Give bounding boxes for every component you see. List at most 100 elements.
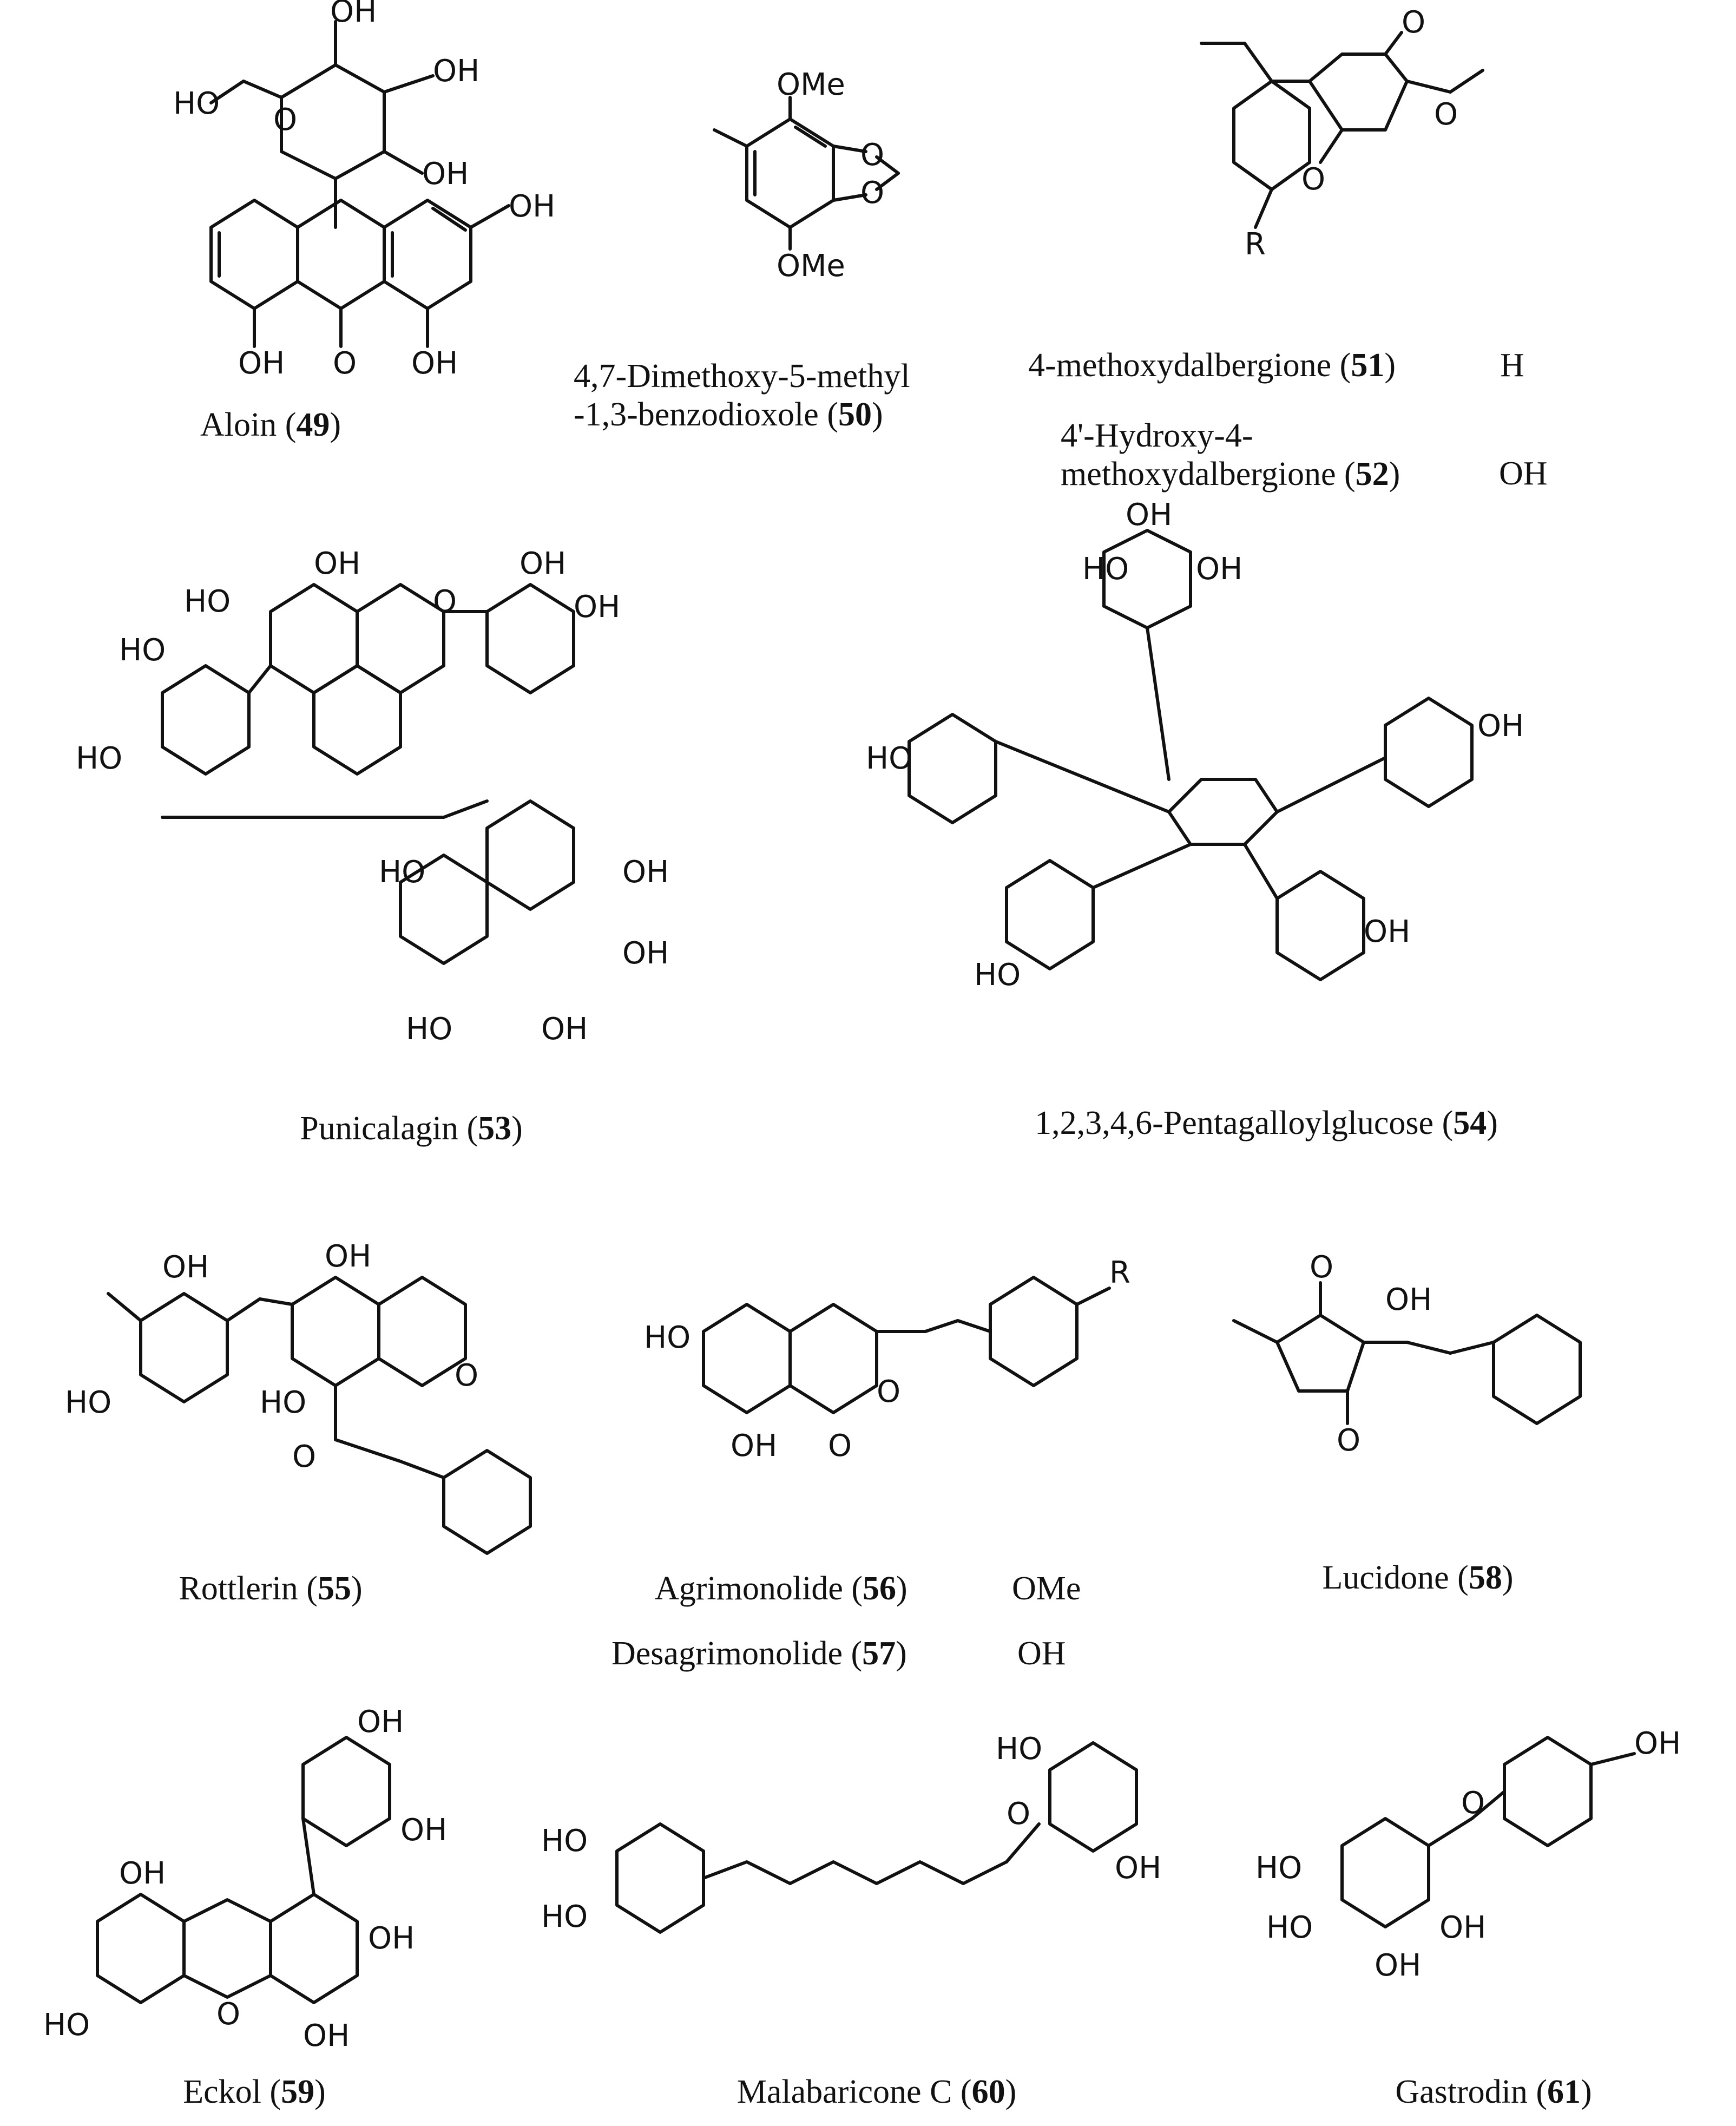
atom-label: OH bbox=[541, 1012, 588, 1047]
r-value-51: H bbox=[1500, 347, 1524, 384]
compound-name: Aloin bbox=[200, 406, 277, 443]
compound-51-52-structure: O O O R bbox=[1200, 5, 1484, 262]
atom-label: OH bbox=[1196, 552, 1242, 587]
compound-name: Agrimonolide bbox=[655, 1570, 843, 1607]
compound-number: 49 bbox=[296, 406, 330, 443]
atom-label: HO bbox=[541, 1899, 588, 1934]
atom-label: OH bbox=[1115, 1851, 1161, 1886]
atom-label: HO bbox=[119, 633, 166, 668]
compound-number: 57 bbox=[862, 1635, 896, 1672]
atom-label: OH bbox=[400, 1813, 447, 1848]
compound-name: Lucidone bbox=[1322, 1559, 1449, 1596]
atom-label: HO bbox=[644, 1320, 691, 1355]
compound-name-line-1: 4'-Hydroxy-4- bbox=[1061, 417, 1253, 454]
atom-label: OH bbox=[368, 1921, 415, 1956]
agrimonolide-structure: HO OH O O R bbox=[644, 1255, 1130, 1464]
compound-number: 56 bbox=[863, 1570, 896, 1607]
atom-label: OH bbox=[509, 189, 555, 224]
atom-label: OH bbox=[1375, 1948, 1421, 1983]
atom-label: HO bbox=[65, 1385, 111, 1420]
caption-rottlerin: Rottlerin (55) bbox=[179, 1570, 363, 1607]
atom-label: OH bbox=[1477, 708, 1524, 744]
atom-label: OH bbox=[325, 1239, 371, 1274]
atom-label: HO bbox=[184, 584, 231, 619]
atom-label: OMe bbox=[777, 67, 845, 102]
caption-aloin: Aloin (49) bbox=[200, 406, 341, 443]
atom-label: O bbox=[877, 1374, 900, 1409]
atom-label: O bbox=[1310, 1250, 1333, 1285]
caption-punicalagin: Punicalagin (53) bbox=[300, 1110, 523, 1147]
atom-label: HO bbox=[173, 86, 220, 121]
compound-name: 1,2,3,4,6-Pentagalloylglucose bbox=[1035, 1105, 1434, 1141]
compound-name: Gastrodin bbox=[1395, 2073, 1528, 2110]
atom-label: O bbox=[1301, 162, 1325, 197]
atom-label: O bbox=[828, 1428, 852, 1464]
atom-label: HO bbox=[1255, 1851, 1302, 1886]
compound-number: 55 bbox=[317, 1570, 351, 1607]
atom-label: OH bbox=[520, 546, 566, 581]
caption-pgg: 1,2,3,4,6-Pentagalloylglucose (54) bbox=[1035, 1105, 1498, 1141]
atom-label: OH bbox=[411, 346, 458, 381]
compound-name-line-2: -1,3-benzodioxole bbox=[574, 396, 819, 434]
compound-number: 53 bbox=[478, 1110, 512, 1147]
compound-number: 52 bbox=[1355, 456, 1389, 493]
atom-label: R bbox=[1109, 1255, 1130, 1290]
eckol-structure: OH OH OH OH HO OH O bbox=[43, 1704, 447, 2053]
atom-label: OH bbox=[622, 936, 669, 971]
atom-label: OMe bbox=[777, 248, 845, 284]
r-value-57: OH bbox=[1017, 1635, 1066, 1672]
atom-label: HO bbox=[260, 1385, 306, 1420]
atom-label: O bbox=[1461, 1786, 1485, 1821]
atom-label: HO bbox=[996, 1731, 1042, 1767]
caption-eckol: Eckol (59) bbox=[183, 2073, 326, 2110]
atom-label: O bbox=[1007, 1796, 1030, 1832]
compound-name: Punicalagin bbox=[300, 1110, 458, 1147]
atom-label: OH bbox=[303, 2018, 350, 2053]
compound-name-line-2: methoxydalbergione bbox=[1061, 456, 1336, 493]
atom-label: HO bbox=[1082, 552, 1129, 587]
atom-label: HO bbox=[974, 957, 1021, 993]
atom-label: OH bbox=[622, 855, 669, 890]
atom-label: O bbox=[860, 137, 884, 173]
caption-malabaricone: Malabaricone C (60) bbox=[737, 2073, 1017, 2110]
rottlerin-structure: OH OH HO HO O O bbox=[65, 1239, 532, 1555]
atom-label: O bbox=[1337, 1423, 1360, 1458]
atom-label: OH bbox=[1364, 914, 1410, 949]
caption-compound-50: 4,7-Dimethoxy-5-methyl -1,3-benzodioxole… bbox=[574, 358, 910, 434]
compound-name: 4-methoxydalbergione bbox=[1028, 347, 1332, 384]
atom-label: OH bbox=[1634, 1726, 1681, 1761]
compound-name: Malabaricone C bbox=[737, 2073, 952, 2110]
atom-label: O bbox=[1434, 97, 1458, 132]
compound-number: 60 bbox=[971, 2073, 1005, 2110]
atom-label: OH bbox=[162, 1250, 209, 1285]
r-value-52: OH bbox=[1499, 455, 1548, 492]
r-value-56: OMe bbox=[1012, 1570, 1081, 1607]
atom-label: O bbox=[216, 1997, 240, 2032]
compound-number: 58 bbox=[1468, 1559, 1502, 1596]
compound-name: Eckol bbox=[183, 2073, 261, 2110]
compound-number: 59 bbox=[281, 2073, 315, 2110]
compound-number: 61 bbox=[1547, 2073, 1581, 2110]
atom-label: OH bbox=[1439, 1910, 1486, 1945]
atom-label: HO bbox=[406, 1012, 452, 1047]
atom-label: HO bbox=[541, 1823, 588, 1859]
atom-label: OH bbox=[119, 1856, 166, 1891]
atom-label: HO bbox=[76, 741, 122, 776]
punicalagin-structure: OH HO O OH OH HO HO HO OH OH HO OH bbox=[76, 546, 669, 1047]
caption-lucidone: Lucidone (58) bbox=[1322, 1559, 1514, 1596]
atom-label: OH bbox=[1126, 497, 1172, 533]
atom-label: OH bbox=[314, 546, 360, 581]
pgg-structure: OH HO OH HO OH HO OH bbox=[866, 497, 1524, 993]
atom-label: O bbox=[860, 175, 884, 211]
atom-label: OH bbox=[357, 1704, 404, 1740]
atom-label: HO bbox=[379, 855, 425, 890]
caption-agrimonolide: Agrimonolide (56) bbox=[655, 1570, 908, 1607]
atom-label: O bbox=[455, 1358, 478, 1393]
atom-label: HO bbox=[43, 2007, 90, 2043]
atom-label: R bbox=[1245, 227, 1266, 262]
atom-label: OH bbox=[731, 1428, 777, 1464]
compound-number: 50 bbox=[838, 396, 872, 434]
caption-compound-52: 4'-Hydroxy-4- methoxydalbergione (52) bbox=[1061, 417, 1400, 493]
lucidone-structure: O OH O bbox=[1232, 1250, 1582, 1458]
caption-desagrimonolide: Desagrimonolide (57) bbox=[611, 1635, 907, 1672]
